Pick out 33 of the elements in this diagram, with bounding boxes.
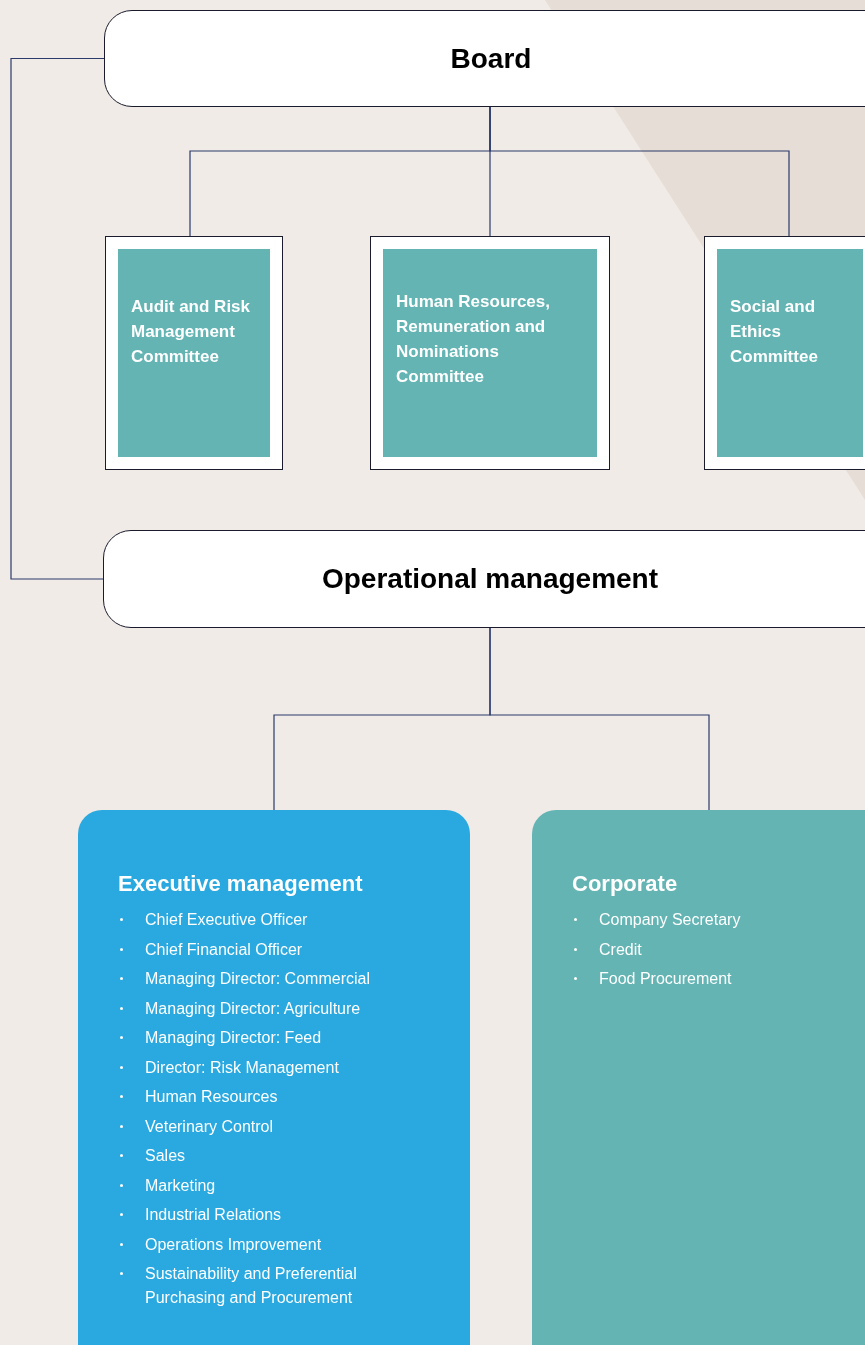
committee-box: [370, 236, 610, 470]
list-item-text: Sustainability and Preferential Purchasing and Procurement: [145, 1264, 358, 1308]
list-item-text: Marketing: [145, 1175, 217, 1196]
connector-line: [489, 627, 710, 811]
node-title: Operational management: [320, 562, 660, 596]
list-item-text: Human Resources: [145, 1087, 279, 1107]
committee-box: [704, 236, 865, 470]
node-box: [104, 10, 865, 107]
list-item-text: Food Procurement: [599, 969, 733, 989]
list-item-text: Operations Improvement: [145, 1234, 323, 1255]
list-item-text: Sales: [145, 1146, 187, 1166]
list-item-text: Managing Director: Agriculture: [145, 998, 362, 1019]
list-item-text: Managing Director: Commercial: [145, 969, 371, 989]
list-item-text: Director: Risk Management: [145, 1057, 340, 1078]
list-item-text: Managing Director: Feed: [145, 1028, 323, 1048]
list-item-text: Chief Financial Officer: [145, 939, 304, 960]
committee-box: [105, 236, 283, 470]
committee-name: Human Resources, Remuneration and Nominations Committee: [396, 291, 551, 388]
connector-line: [489, 106, 790, 237]
department-card: [78, 810, 470, 1345]
node-box: [103, 530, 865, 628]
list-item-text: Veterinary Control: [145, 1116, 275, 1137]
department-card: [532, 810, 865, 1345]
list-item-text: Chief Executive Officer: [145, 910, 309, 930]
card-heading: Executive management: [118, 870, 364, 898]
list-item-text: Company Secretary: [599, 910, 742, 930]
card-heading: Corporate: [572, 870, 679, 898]
committee-name: Social and Ethics Committee: [730, 296, 819, 368]
node-title: Board: [449, 41, 533, 76]
list-item-text: Credit: [599, 939, 643, 960]
connector-line: [10, 57, 105, 580]
committee-name: Audit and Risk Management Committee: [131, 296, 251, 368]
list-item-text: Industrial Relations: [145, 1205, 283, 1225]
